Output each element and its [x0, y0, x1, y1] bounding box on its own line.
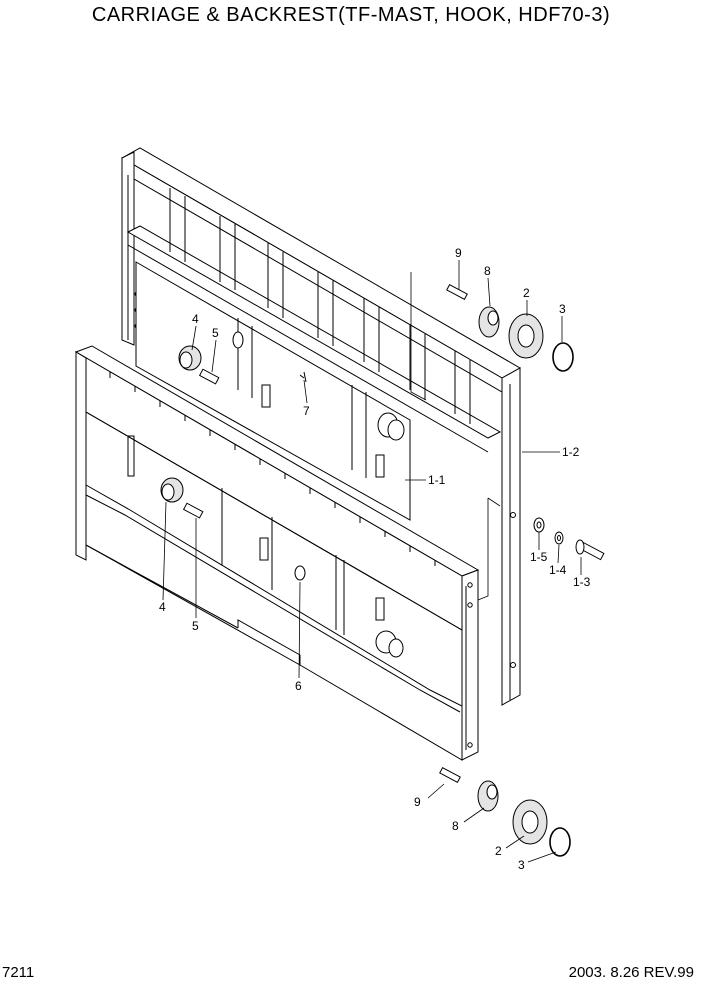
label-part-2-bottom: 2: [495, 844, 502, 858]
label-part-4-top: 4: [192, 312, 199, 326]
label-part-1-5: 1-5: [530, 550, 548, 564]
label-part-8-bottom: 8: [452, 819, 459, 833]
label-part-6: 6: [295, 679, 302, 693]
label-part-3-bottom: 3: [518, 858, 525, 872]
leader-lines: [162, 260, 582, 863]
label-part-4-bottom: 4: [159, 600, 166, 614]
label-part-8-top: 8: [484, 264, 491, 278]
revision-date: 2003. 8.26 REV.99: [568, 964, 694, 981]
label-part-1-4: 1-4: [549, 563, 567, 577]
roller-stack-bottom: [439, 766, 571, 857]
side-roller-lower: [160, 477, 204, 519]
carriage-body: [135, 261, 411, 521]
backrest-frame: [120, 147, 522, 706]
side-roller-upper: [178, 345, 220, 385]
carriage-front-plate: [74, 345, 480, 761]
label-part-5-bottom: 5: [192, 619, 199, 633]
label-part-9-bottom: 9: [414, 795, 421, 809]
label-part-5-top: 5: [212, 326, 219, 340]
part-labels: 9 8 2 3 4 5 7 1-2 1-1 1-5 1-4 1-3 4 5 6 …: [159, 246, 591, 872]
label-part-1-3: 1-3: [573, 575, 591, 589]
page-number: 7211: [2, 964, 35, 981]
label-part-2-top: 2: [523, 286, 530, 300]
label-part-9-top: 9: [455, 246, 462, 260]
page-title: CARRIAGE & BACKREST(TF-MAST, HOOK, HDF70…: [91, 4, 611, 26]
label-part-1-1: 1-1: [428, 473, 446, 487]
label-part-3-top: 3: [559, 302, 566, 316]
roller-stack-top: [446, 283, 574, 372]
label-part-7: 7: [303, 404, 310, 418]
label-part-1-2: 1-2: [562, 445, 580, 459]
